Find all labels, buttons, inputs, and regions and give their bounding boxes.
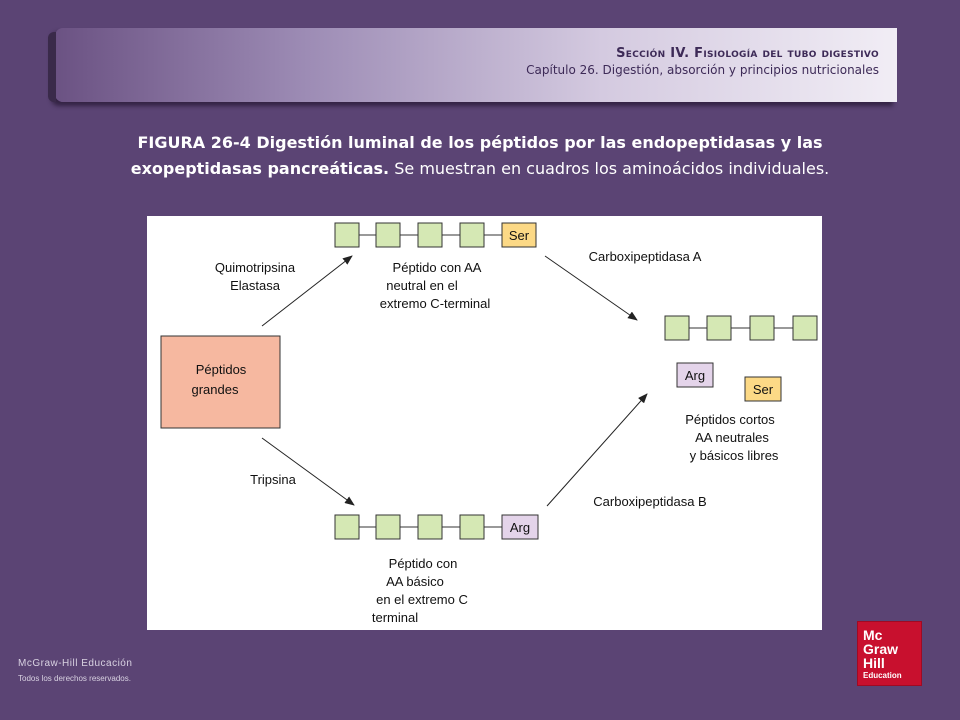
section-title: Sección IV. Fisiología del tubo digestiv… (616, 46, 879, 61)
arrow-to-top-chain (261, 255, 353, 327)
figure-panel: Péptidos grandes Quimotripsina Elastasa … (147, 216, 822, 630)
arrow-carboxy-b (546, 393, 648, 507)
products-label-line2: AA neutrales (695, 430, 769, 445)
bottom-chain-label-line2: AA básico (386, 574, 444, 589)
header-text: Sección IV. Fisiología del tubo digestiv… (526, 46, 879, 77)
top-chain-label-line1: Péptido con AA (393, 260, 482, 275)
free-ser-label: Ser (753, 382, 774, 397)
figure-caption: FIGURA 26-4 Digestión luminal de los pép… (100, 130, 860, 182)
caption-normal: Se muestran en cuadros los aminoácidos i… (394, 159, 830, 178)
rights-notice: Todos los derechos reservados. (18, 674, 131, 683)
arrow-carboxy-a (544, 255, 638, 321)
product-chain-residue (749, 315, 775, 341)
free-arg-label: Arg (685, 368, 705, 383)
bottom-chain-label-line1: Péptido con (389, 556, 458, 571)
product-chain-residue (706, 315, 732, 341)
enzyme-chymotrypsin: Quimotripsina (215, 260, 296, 275)
top-chain-ser (501, 222, 537, 248)
caption-bold: FIGURA 26-4 Digestión luminal de los pép… (130, 133, 823, 178)
logo-line1: Mc (863, 627, 883, 643)
mcgraw-hill-logo: Mc Graw Hill Education (858, 622, 921, 685)
bottom-chain-residue (459, 514, 485, 540)
bottom-chain-arg-label: Arg (510, 520, 530, 535)
bottom-chain-label-line4: terminal (372, 610, 418, 625)
bottom-chain-arg (501, 514, 539, 540)
carboxypeptidase-b-label: Carboxipeptidasa B (593, 494, 706, 509)
enzyme-elastase: Elastasa (230, 278, 281, 293)
products-label-line3: y básicos libres (690, 448, 779, 463)
arrow-to-bottom-chain (261, 437, 355, 506)
logo-line2: Graw (863, 641, 899, 657)
source-label-line1: Péptidos (196, 362, 247, 377)
products-label-line1: Péptidos cortos (685, 412, 775, 427)
free-ser-box (744, 376, 782, 402)
logo-line3: Hill (863, 655, 885, 671)
top-chain-residue (334, 222, 360, 248)
top-chain-residue (375, 222, 401, 248)
bottom-chain-residue (417, 514, 443, 540)
top-chain-residue (417, 222, 443, 248)
product-chain-residue (664, 315, 690, 341)
free-arg-box (676, 362, 714, 388)
carboxypeptidase-a-label: Carboxipeptidasa A (589, 249, 702, 264)
bottom-chain-label-line3: en el extremo C (376, 592, 468, 607)
chapter-title: Capítulo 26. Digestión, absorción y prin… (526, 63, 879, 77)
bottom-chain-residue (375, 514, 401, 540)
source-label-line2: grandes (192, 382, 239, 397)
logo-line4: Education (863, 671, 902, 680)
peptide-digestion-diagram: Péptidos grandes Quimotripsina Elastasa … (160, 222, 818, 625)
large-peptides-box (160, 335, 281, 429)
header-banner: Sección IV. Fisiología del tubo digestiv… (48, 28, 897, 102)
top-chain-ser-label: Ser (509, 228, 530, 243)
bottom-chain-residue (334, 514, 360, 540)
top-chain-label-line3: extremo C-terminal (380, 296, 491, 311)
product-chain-residue (792, 315, 818, 341)
top-chain-residue (459, 222, 485, 248)
top-chain-label-line2: neutral en el (386, 278, 458, 293)
publisher-name: McGraw-Hill Educación (18, 658, 133, 669)
enzyme-trypsin: Tripsina (250, 472, 297, 487)
